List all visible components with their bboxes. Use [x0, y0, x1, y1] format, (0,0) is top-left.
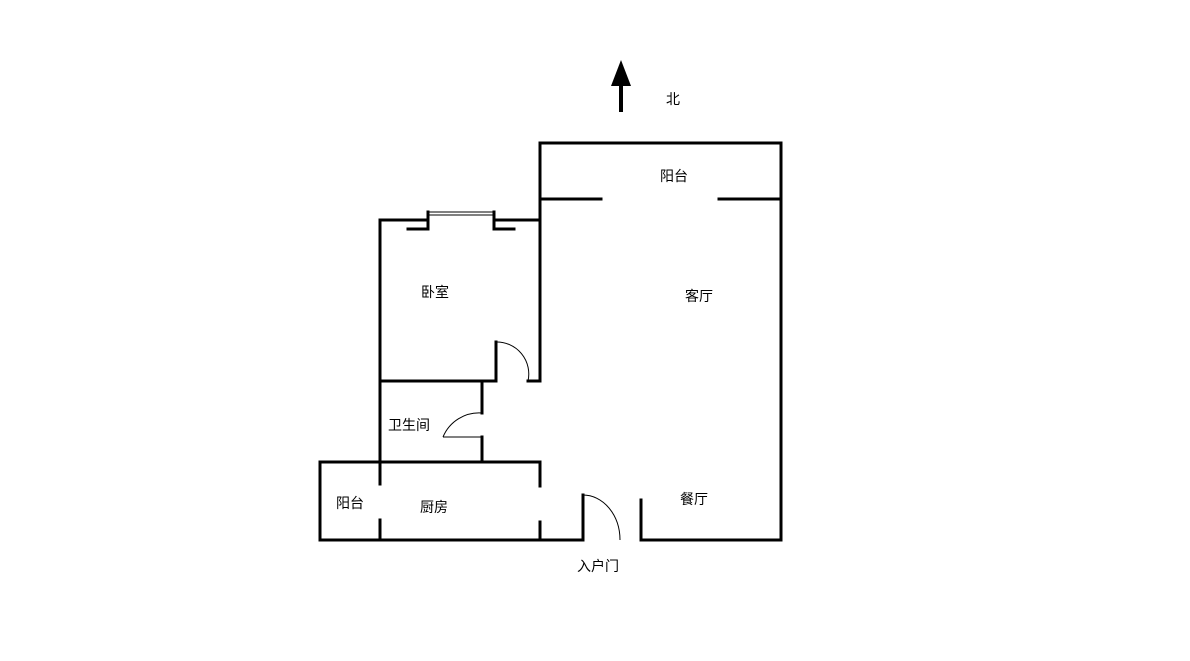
room-label-bedroom: 卧室 [421, 284, 449, 301]
north-label: 北 [666, 92, 680, 108]
room-label-balcony-west: 阳台 [336, 496, 364, 512]
bedroom-door [495, 341, 530, 382]
bathroom-door [442, 412, 483, 438]
bedroom-window [406, 210, 516, 231]
room-label-balcony-north: 阳台 [660, 169, 688, 185]
room-label-kitchen: 厨房 [420, 500, 448, 516]
entrance-label: 入户门 [577, 558, 619, 575]
room-label-living-room: 客厅 [685, 288, 713, 305]
walls [318, 141, 783, 542]
room-label-dining-room: 餐厅 [680, 492, 708, 508]
room-label-bathroom: 卫生间 [388, 418, 430, 434]
entrance-door [582, 494, 621, 541]
north-arrow-icon [611, 60, 631, 112]
